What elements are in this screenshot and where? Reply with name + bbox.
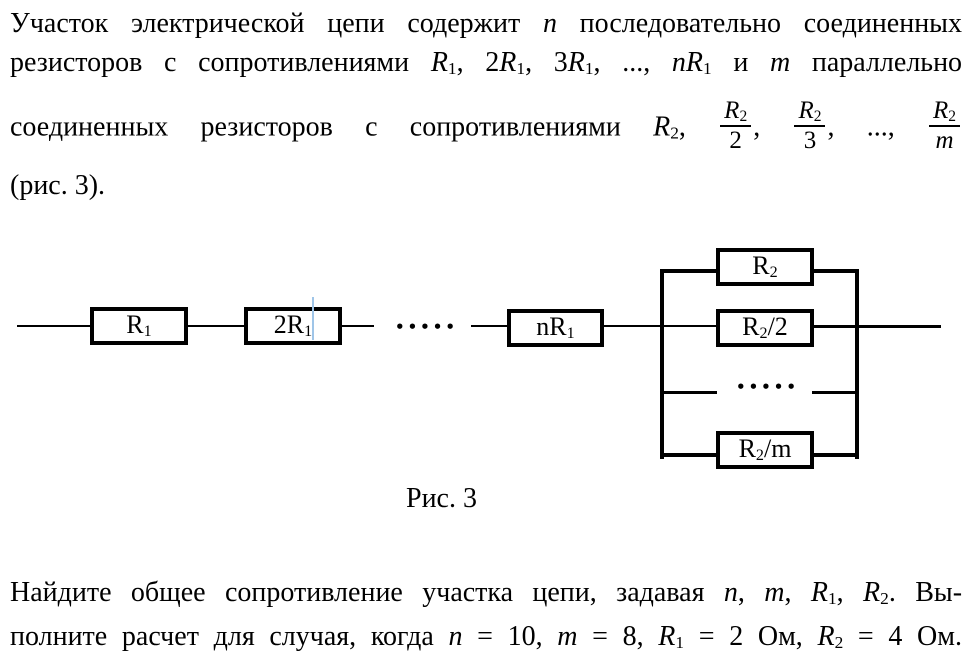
text-cursor [312,297,314,340]
wire-right-lead [814,325,941,328]
branch1-left-connector [660,269,718,273]
resistor-label-2r1: 2R1 [273,309,313,340]
branch1-right-connector [810,269,859,273]
problem-text-line-3: соединенных резисторов с сопротивлениями… [0,97,972,158]
resistor-box-r2: R2 [716,248,814,286]
problem-statement: Участок электрической цепи содержит n по… [0,4,972,205]
branch3-left-connector [661,391,717,394]
branch4-left-connector [660,453,718,457]
resistor-box-nr1: nR1 [507,309,604,347]
wire-after-2r1 [340,325,374,327]
figure-caption: Рис. 3 [406,483,477,514]
branch4-right-connector [810,453,859,457]
task-text-line-2: полните расчет для случая, когда n = 10,… [10,621,962,653]
problem-text-line-2: резисторов с сопротивлениями R1, 2R1, 3R… [10,47,963,79]
parallel-ellipsis: ••••• [736,378,799,396]
parallel-right-bus [855,269,859,459]
resistor-label-r1: R1 [126,309,152,340]
resistor-label-nr1: nR1 [536,311,575,342]
resistor-label-r2: R2 [752,250,778,281]
resistor-box-r1: R1 [90,307,188,345]
wire-nr1-to-parallel [602,325,716,327]
resistor-box-r2-2: R2/2 [716,309,814,347]
wire-left-lead [17,325,92,327]
series-ellipsis: ••••• [395,318,458,336]
resistor-label-r2-2: R2/2 [742,311,788,342]
branch3-right-connector [812,391,858,394]
problem-text-line-1: Участок электрической цепи содержит n по… [10,8,962,39]
resistor-box-r2-m: R2/m [716,431,814,469]
task-statement: Найдите общее сопротивление участка цепи… [0,574,972,656]
parallel-left-bus [660,269,664,459]
resistor-label-r2-m: R2/m [738,433,792,464]
resistor-box-2r1: 2R1 [244,307,342,345]
task-text-line-1: Найдите общее сопротивление участка цепи… [10,577,963,609]
wire-before-nr1 [471,325,509,327]
wire-r1-to-2r1 [186,325,246,327]
problem-text-line-4: (рис. 3). [10,170,106,202]
